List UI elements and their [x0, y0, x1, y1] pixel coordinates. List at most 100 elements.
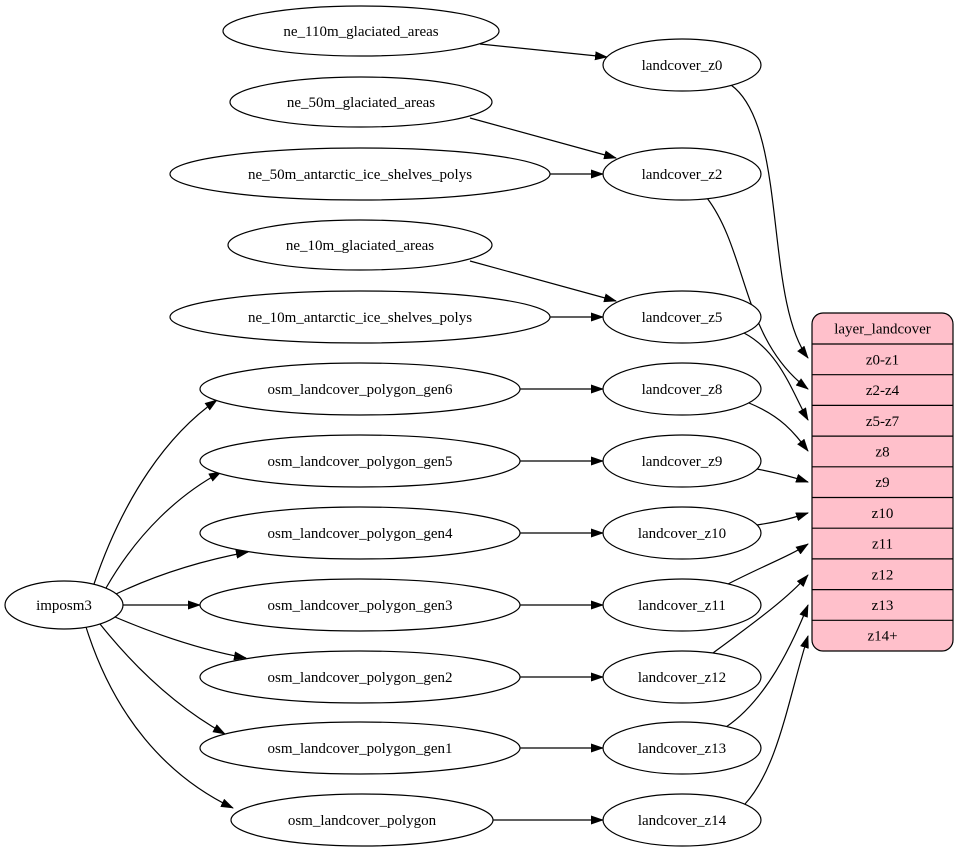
table-row-label-z14: z14+ — [867, 629, 897, 645]
node-ellipse — [199, 721, 521, 775]
node-landcover-z8: landcover_z8 — [602, 362, 762, 416]
node-ellipse — [602, 506, 762, 560]
edge-ne-50m-glaciated-areas-to-landcover-z2 — [469, 117, 617, 160]
table-row-label-z13: z13 — [872, 598, 894, 614]
node-ellipse — [199, 362, 521, 416]
node-label: osm_landcover_polygon_gen2 — [268, 670, 453, 686]
node-ne-50m-glaciated-areas: ne_50m_glaciated_areas — [229, 76, 493, 128]
node-label: landcover_z5 — [642, 310, 723, 326]
node-label: landcover_z9 — [642, 454, 723, 470]
edge-landcover-z2-to-row-z2-z4 — [706, 197, 809, 390]
table-row-label-z8: z8 — [875, 444, 889, 460]
node-label: osm_landcover_polygon_gen1 — [268, 741, 453, 757]
node-ellipse — [229, 76, 493, 128]
node-ellipse — [199, 434, 521, 488]
node-label: ne_110m_glaciated_areas — [283, 24, 438, 40]
edge-landcover-z14-to-row-z14 — [744, 635, 809, 805]
node-ellipse — [602, 362, 762, 416]
node-label: ne_50m_antarctic_ice_shelves_polys — [248, 167, 472, 183]
table-row-label-z9: z9 — [875, 475, 889, 491]
node-ellipse — [602, 793, 762, 847]
edge-imposm3-to-osm-landcover-polygon-gen1 — [99, 623, 226, 735]
node-landcover-z10: landcover_z10 — [602, 506, 762, 560]
node-ellipse — [602, 38, 762, 92]
node-landcover-z2: landcover_z2 — [602, 147, 762, 201]
edge-landcover-z0-to-row-z0-z1 — [730, 84, 809, 359]
edge-imposm3-to-osm-landcover-polygon-gen5 — [105, 471, 222, 589]
node-ellipse — [602, 721, 762, 775]
node-ellipse — [169, 290, 551, 344]
node-label: landcover_z2 — [642, 167, 723, 183]
node-ne-50m-antarctic-ice-shelves-polys: ne_50m_antarctic_ice_shelves_polys — [169, 147, 551, 201]
edge-landcover-z13-to-row-z13 — [725, 604, 809, 728]
node-label: landcover_z14 — [638, 813, 727, 829]
edge-imposm3-to-osm-landcover-polygon — [85, 626, 234, 809]
layer-table-title: layer_landcover — [834, 322, 931, 338]
layer-table: layer_landcover z0-z1 z2-z4 z5-z7 z8 z9 z10 z11… — [811, 312, 954, 652]
edge-ne-110m-glaciated-areas-to-landcover-z0 — [479, 43, 608, 61]
edge-landcover-z9-to-row-z9 — [756, 468, 809, 483]
node-imposm3: imposm3 — [4, 580, 124, 630]
node-label: ne_50m_glaciated_areas — [287, 95, 435, 111]
edge-imposm3-to-osm-landcover-polygon-gen2 — [114, 616, 247, 661]
table-row-label-z2-z4: z2-z4 — [866, 383, 900, 399]
node-label: landcover_z11 — [638, 598, 726, 614]
node-label: osm_landcover_polygon — [288, 813, 437, 829]
node-label: osm_landcover_polygon_gen3 — [268, 598, 453, 614]
table-row-label-z10: z10 — [872, 506, 894, 522]
node-ne-10m-glaciated-areas: ne_10m_glaciated_areas — [227, 219, 493, 271]
node-label: landcover_z0 — [642, 58, 723, 74]
node-landcover-z13: landcover_z13 — [602, 721, 762, 775]
node-landcover-z12: landcover_z12 — [602, 650, 762, 704]
node-ellipse — [227, 219, 493, 271]
node-label: landcover_z10 — [638, 526, 726, 542]
node-ellipse — [4, 580, 124, 630]
node-label: osm_landcover_polygon_gen6 — [268, 382, 453, 398]
edge-imposm3-to-osm-landcover-polygon-gen4 — [115, 549, 249, 595]
node-label: ne_10m_glaciated_areas — [286, 238, 434, 254]
node-osm-landcover-polygon-gen1: osm_landcover_polygon_gen1 — [199, 721, 521, 775]
node-label: ne_10m_antarctic_ice_shelves_polys — [248, 310, 472, 326]
table-row-label-z11: z11 — [872, 537, 893, 553]
node-label: osm_landcover_polygon_gen5 — [268, 454, 453, 470]
node-ellipse — [602, 290, 762, 344]
node-ellipse — [230, 793, 494, 847]
node-label: landcover_z12 — [638, 670, 726, 686]
node-ellipse — [199, 650, 521, 704]
table-row-label-z5-z7: z5-z7 — [866, 414, 900, 430]
edge-landcover-z12-to-row-z12 — [712, 574, 809, 654]
node-ellipse — [602, 434, 762, 488]
node-landcover-z11: landcover_z11 — [602, 578, 762, 632]
node-osm-landcover-polygon-gen5: osm_landcover_polygon_gen5 — [199, 434, 521, 488]
edge-landcover-z11-to-row-z11 — [727, 543, 809, 585]
node-ellipse — [222, 5, 500, 57]
node-ellipse — [602, 147, 762, 201]
node-landcover-z14: landcover_z14 — [602, 793, 762, 847]
node-osm-landcover-polygon-gen3: osm_landcover_polygon_gen3 — [199, 578, 521, 632]
node-landcover-z5: landcover_z5 — [602, 290, 762, 344]
edge-ne-10m-glaciated-areas-to-landcover-z5 — [469, 260, 617, 303]
node-ellipse — [602, 578, 762, 632]
node-ellipse — [199, 506, 521, 560]
layer-table-box — [811, 312, 954, 652]
node-label: landcover_z8 — [642, 382, 723, 398]
node-osm-landcover-polygon: osm_landcover_polygon — [230, 793, 494, 847]
node-osm-landcover-polygon-gen6: osm_landcover_polygon_gen6 — [199, 362, 521, 416]
node-landcover-z0: landcover_z0 — [602, 38, 762, 92]
edge-landcover-z8-to-row-z8 — [748, 402, 809, 452]
edge-imposm3-to-osm-landcover-polygon-gen6 — [93, 399, 218, 585]
node-ne-110m-glaciated-areas: ne_110m_glaciated_areas — [222, 5, 500, 57]
node-ellipse — [199, 578, 521, 632]
node-ne-10m-antarctic-ice-shelves-polys: ne_10m_antarctic_ice_shelves_polys — [169, 290, 551, 344]
table-row-label-z12: z12 — [872, 567, 894, 583]
edge-landcover-z5-to-row-z5-z7 — [743, 332, 809, 421]
node-label: imposm3 — [36, 598, 92, 614]
edge-landcover-z10-to-row-z10 — [756, 512, 809, 526]
node-ellipse — [602, 650, 762, 704]
node-label: osm_landcover_polygon_gen4 — [268, 526, 453, 542]
table-row-label-z0-z1: z0-z1 — [866, 352, 899, 368]
node-osm-landcover-polygon-gen2: osm_landcover_polygon_gen2 — [199, 650, 521, 704]
node-ellipse — [169, 147, 551, 201]
